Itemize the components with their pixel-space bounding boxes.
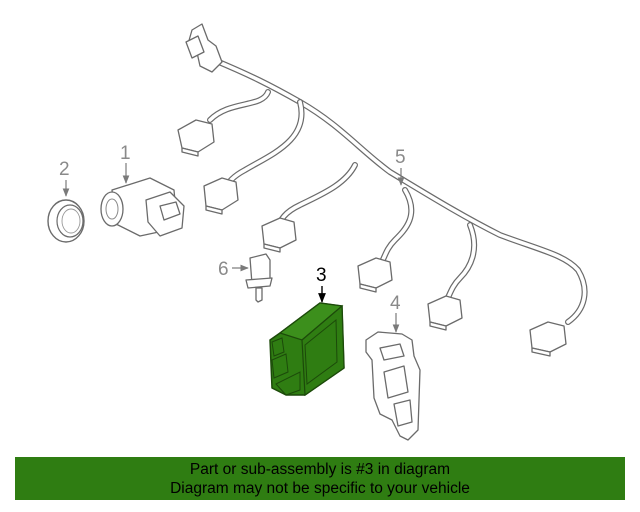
callout-4: 4 — [390, 293, 401, 314]
diagram-notice-banner: Part or sub-assembly is #3 in diagram Di… — [15, 457, 625, 500]
parking-sensor-part-1[interactable] — [100, 177, 185, 237]
harness-connector — [529, 321, 567, 357]
harness-connector — [203, 177, 239, 215]
sensor-ring-part-2[interactable] — [47, 199, 85, 243]
control-module-part-3[interactable] — [269, 302, 345, 397]
harness-connector — [357, 257, 393, 293]
wiring-harness-part-5[interactable] — [177, 23, 588, 357]
callout-2: 2 — [59, 159, 70, 180]
callout-1: 1 — [120, 143, 131, 164]
parts-diagram: 2 1 6 3 4 5 — [47, 23, 588, 441]
notice-line-part: Part or sub-assembly is #3 in diagram — [189, 461, 451, 478]
callout-6: 6 — [218, 259, 229, 280]
harness-connector — [427, 295, 463, 331]
temp-sensor-part-6[interactable] — [245, 253, 273, 303]
notice-line-disclaimer: Diagram may not be specific to your vehi… — [170, 480, 470, 497]
harness-connector — [261, 217, 297, 253]
mounting-bracket-part-4[interactable] — [365, 331, 421, 441]
callout-3: 3 — [316, 265, 327, 286]
callout-5: 5 — [395, 147, 406, 168]
harness-connector — [177, 119, 215, 157]
